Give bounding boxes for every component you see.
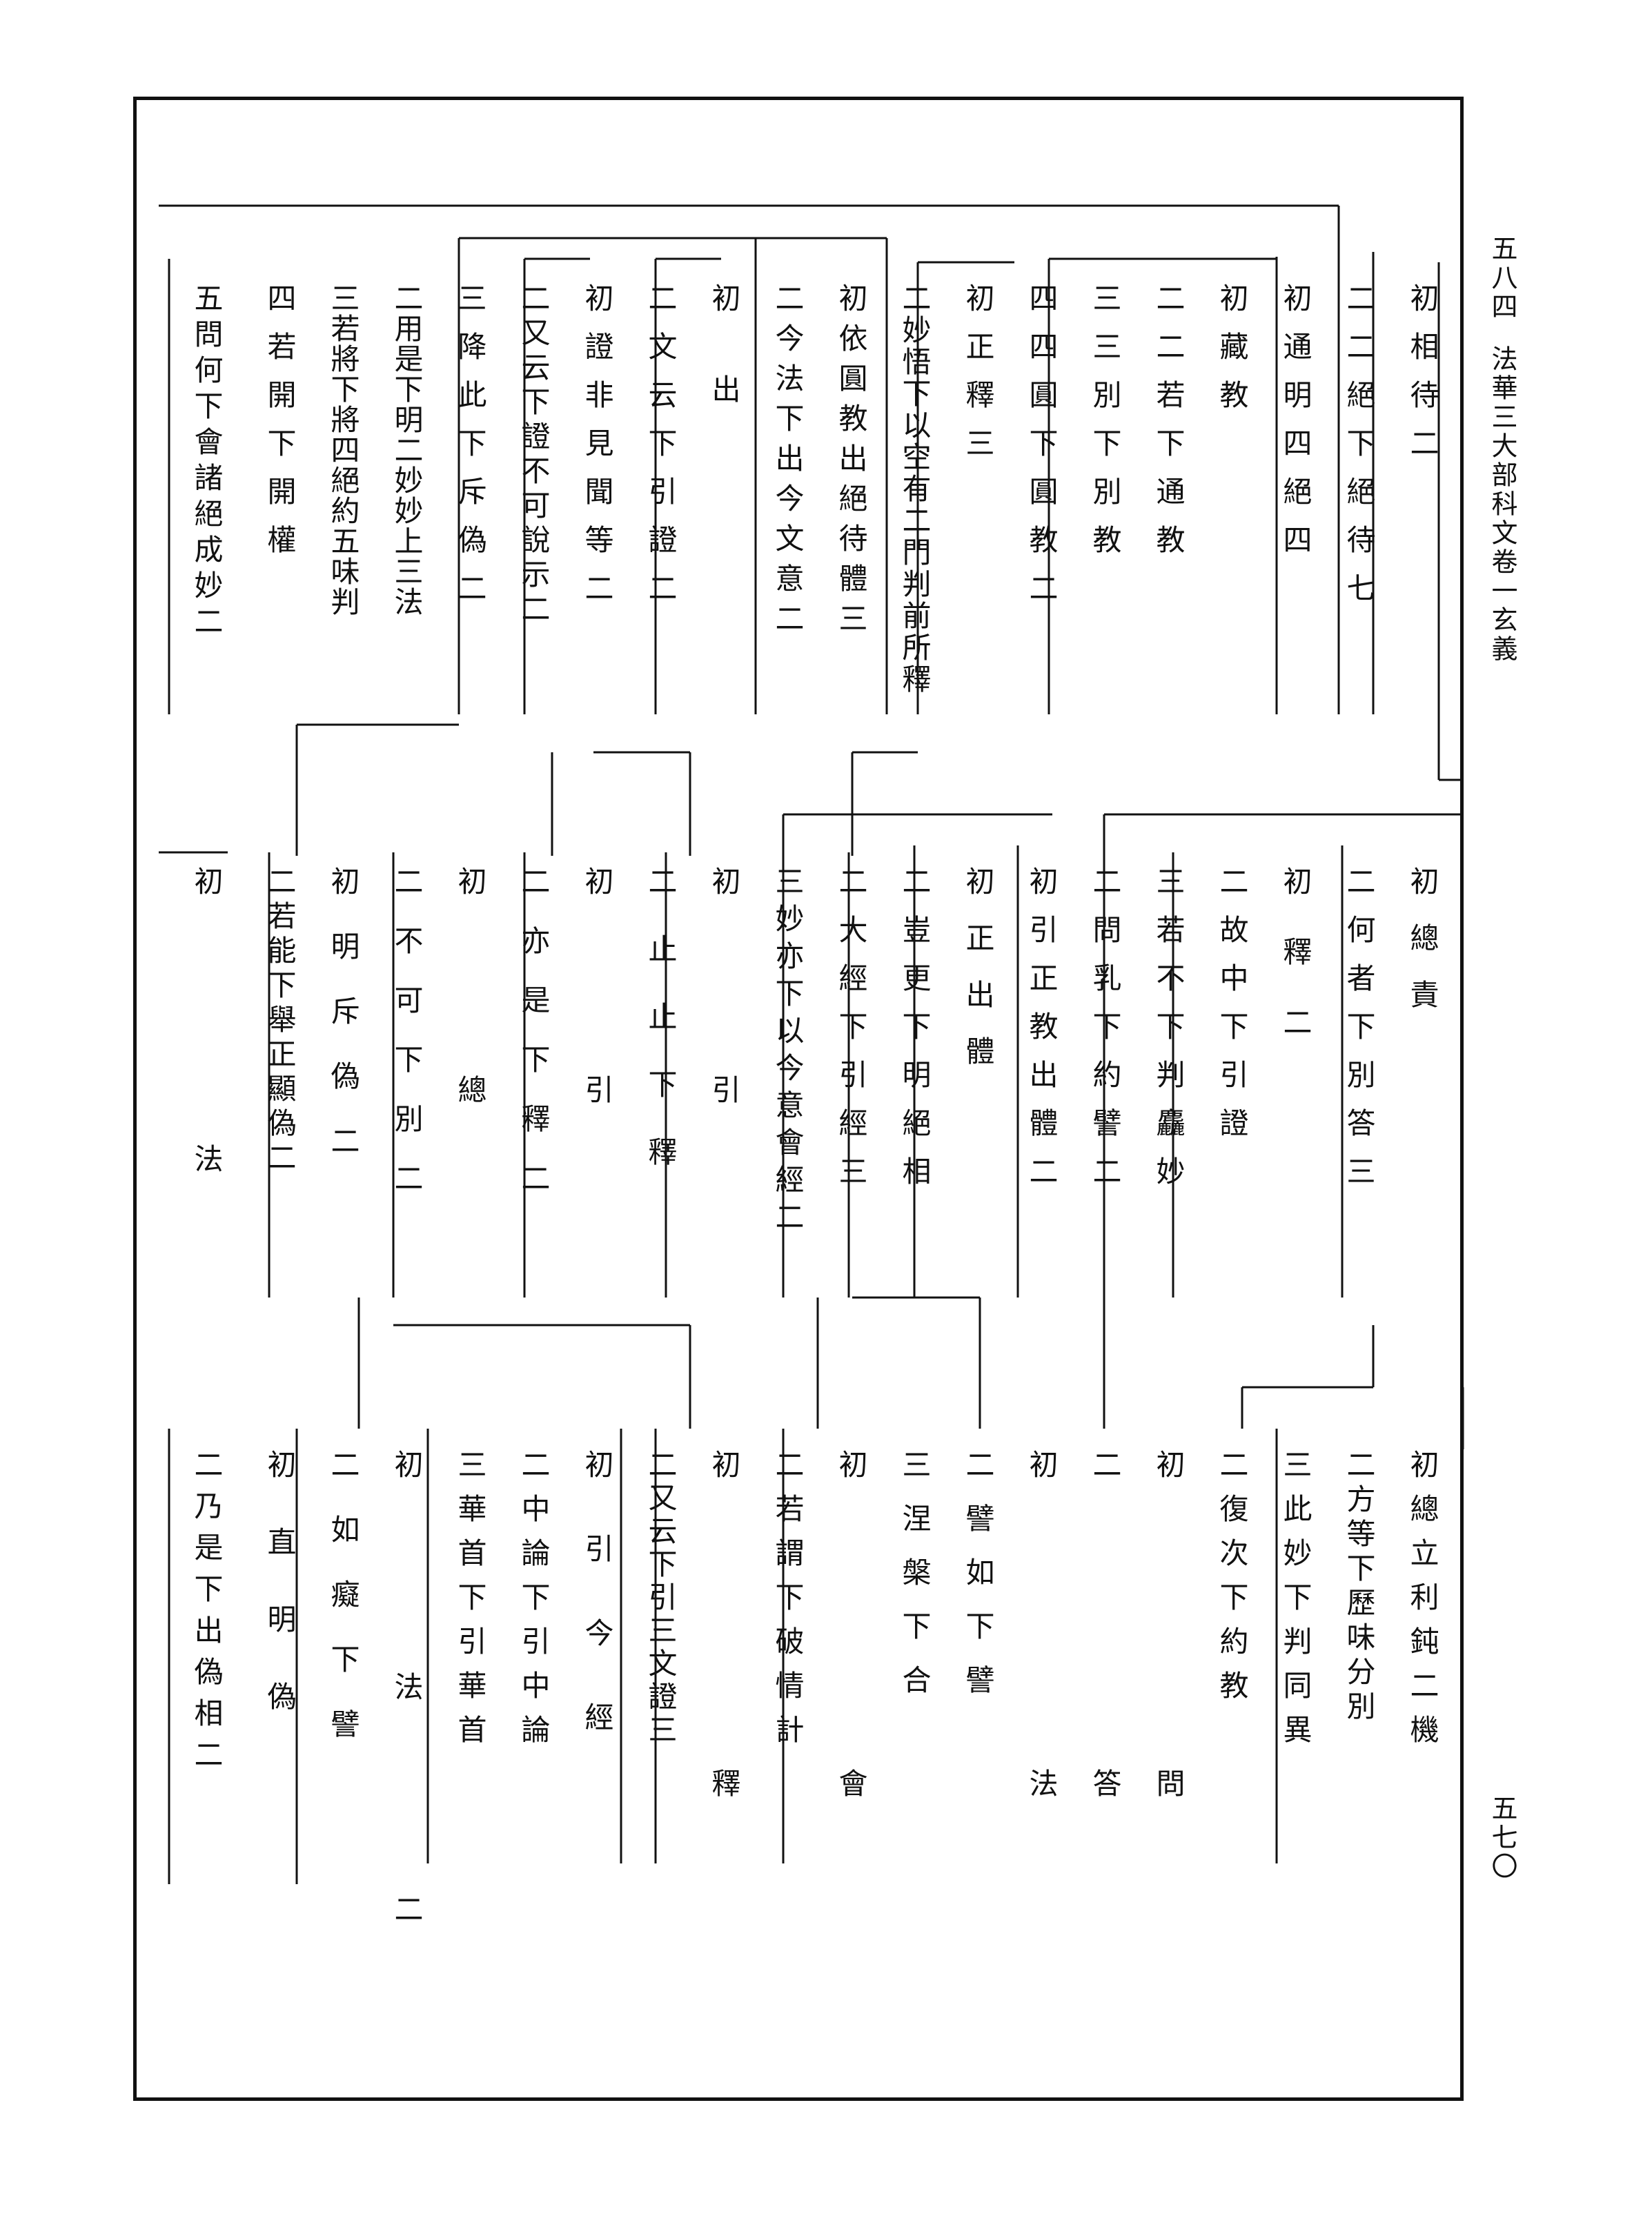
tier3-entry: 初總立利鈍二機 <box>1406 1449 1439 1759</box>
tier2-entry: 二問乳下約譬二 <box>1088 866 1122 1204</box>
tier2-entry: 二故中下引證 <box>1215 866 1249 1156</box>
tier3-entry: 初法 <box>1025 1449 1059 2087</box>
tier1-entry: 初相待二 <box>1406 283 1439 476</box>
tier1-entry: 三若將下將四絕約五味判 <box>326 283 360 617</box>
tier3-entry: 二答 <box>1088 1449 1122 2087</box>
tier3-entry: 二若謂下破情計 <box>771 1449 805 1759</box>
tier3-entry: 二復次下約教 <box>1215 1449 1249 1714</box>
tier1-entry: 二二絕下絕待七 <box>1342 283 1376 621</box>
tier1-entry: 二文云下引證二 <box>644 283 678 621</box>
tier1-entry: 初出 <box>707 283 741 465</box>
tier1-entry: 初證非見聞等二 <box>580 283 614 621</box>
tier3-entry: 三此妙下判同異 <box>1279 1449 1312 1759</box>
tier1-entry: 初藏教 <box>1215 283 1249 428</box>
page-frame <box>133 97 1464 2101</box>
tier2-entry: 初引正教出體二 <box>1025 866 1059 1204</box>
top-page-number: 五八四 <box>1487 235 1517 322</box>
tier2-entry: 初總 <box>453 866 487 1283</box>
tier3-entry: 初會 <box>834 1449 868 2087</box>
tier2-entry: 二亦是下釋二 <box>517 866 551 1222</box>
tier1-entry: 二二若下通教 <box>1152 283 1186 573</box>
tier2-entry: 初總責 <box>1406 866 1439 1036</box>
tier1-entry: 二又云下證不可說示二 <box>517 283 551 628</box>
tier1-entry: 二妙悟下以空有二門判前所釋 <box>898 283 932 696</box>
tier3-entry: 二又云下引三文證三 <box>644 1449 678 1748</box>
tier3-entry: 初法二 <box>390 1449 424 2116</box>
tier2-entry: 初明斥偽二 <box>326 866 360 1191</box>
tier3-entry: 二方等下歷味分別 <box>1342 1449 1376 1725</box>
tier1-entry: 三降此下斥偽二 <box>453 283 487 621</box>
tier2-entry: 二止止下釋 <box>644 866 678 1204</box>
tier2-entry: 初引 <box>580 866 614 1283</box>
tier2-entry: 二不可下別二 <box>390 866 424 1222</box>
tier2-entry: 二若能下舉正顯偽二 <box>263 866 297 1177</box>
tier3-entry: 二如癡下譬 <box>326 1449 360 1774</box>
tier3-entry: 三涅槃下合 <box>898 1449 932 1719</box>
tier1-entry: 三三別下別教 <box>1088 283 1122 573</box>
tier3-entry: 初釋 <box>707 1449 741 2087</box>
tier1-entry: 初依圓教出絕待體三 <box>834 283 868 643</box>
tier1-entry: 四四圓下圓教二 <box>1025 283 1059 621</box>
tier2-entry: 二大經下引經三 <box>834 866 868 1204</box>
tier1-entry: 初通明四絕四 <box>1279 283 1312 573</box>
tier2-entry: 初正出體 <box>961 866 995 1093</box>
tier1-entry: 二今法下出今文意二 <box>771 283 805 643</box>
tier1-entry: 初正釋三 <box>961 283 995 476</box>
tier3-entry: 初引今經 <box>580 1449 614 1786</box>
tier1-entry: 二用是下明二妙妙上三法 <box>390 283 424 617</box>
page-number: 五七〇 <box>1487 1794 1517 1881</box>
tier3-entry: 二中論下引中論 <box>517 1449 551 1759</box>
tier1-entry: 四若開下開權 <box>263 283 297 573</box>
tier2-entry: 二何者下別答三 <box>1342 866 1376 1204</box>
tier3-entry: 三華首下引華首 <box>453 1449 487 1759</box>
tier3-entry: 初直明偽 <box>263 1449 297 1759</box>
tier2-entry: 初釋二 <box>1279 866 1312 1077</box>
tier3-entry: 二乃是下出偽相二 <box>190 1449 224 1781</box>
tier2-entry: 三妙亦下以今意會經二 <box>771 866 805 1239</box>
tier2-entry: 二豈更下明絕相 <box>898 866 932 1204</box>
tier3-entry: 二譬如下譬 <box>961 1449 995 1719</box>
tier2-entry: 初引 <box>707 866 741 1283</box>
tier2-entry: 初法 <box>190 866 224 1421</box>
tier3-entry: 初問 <box>1152 1449 1186 2087</box>
tier2-entry: 三若不下判麤妙 <box>1152 866 1186 1204</box>
tier1-entry: 五問何下會諸絕成妙二 <box>190 283 224 642</box>
running-title: 法華三大部科文卷一玄義 <box>1487 345 1517 664</box>
